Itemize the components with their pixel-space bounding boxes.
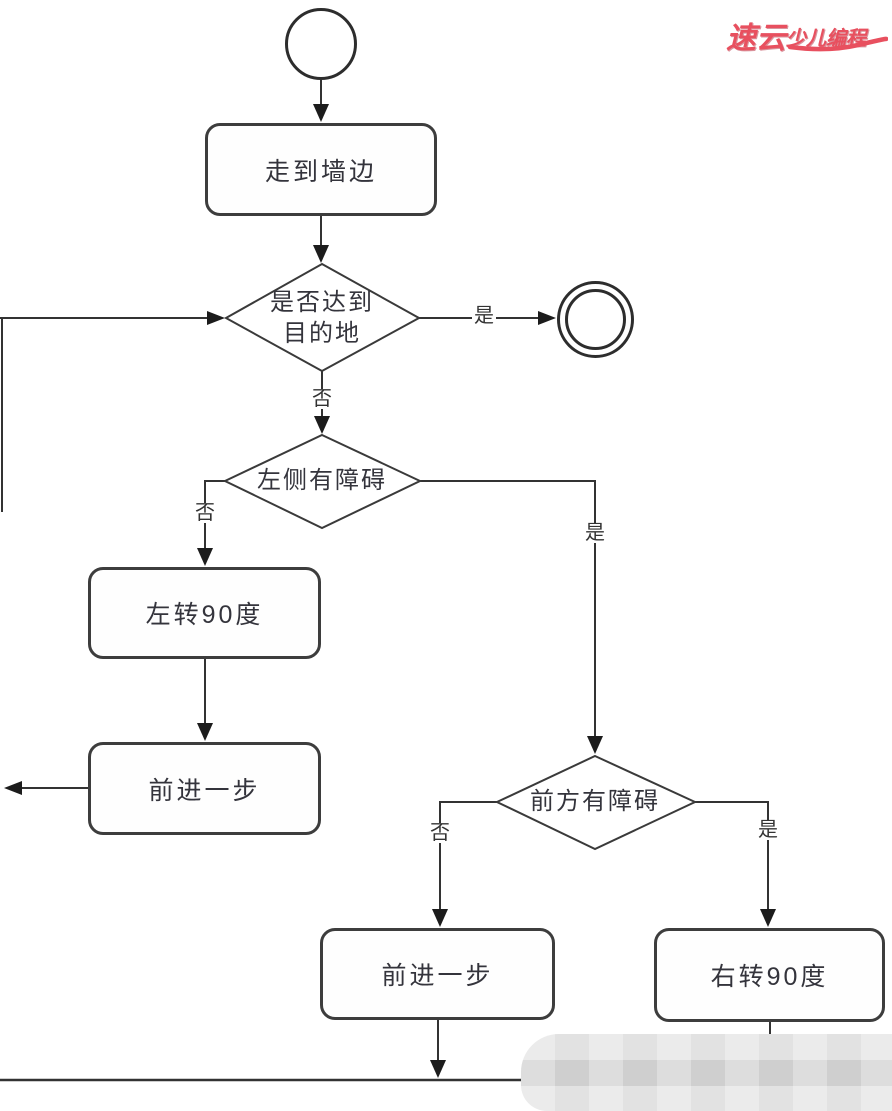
left-obstacle-text: 左侧有障碍 — [257, 467, 387, 495]
edge-frontobstacle-no — [439, 801, 497, 910]
arrowhead-into-bottomline — [430, 1060, 446, 1078]
arrowhead-feedback-into-reach — [207, 311, 225, 325]
brand-logo-part1: 速云 — [726, 22, 786, 55]
node-walk-to-wall: 走到墙边 — [205, 123, 437, 216]
arrowhead-into-leftobstacle — [314, 416, 330, 434]
arrowhead-into-forwardmid — [432, 909, 448, 927]
node-walk-to-wall-label: 走到墙边 — [264, 157, 377, 186]
brand-logo-part2: 少儿编程 — [786, 28, 866, 50]
node-forward-one-step-left: 前进一步 — [88, 742, 321, 835]
decision-front-obstacle-shape — [494, 754, 698, 851]
reach-destination-line2: 目的地 — [283, 320, 361, 347]
censored-watermark-mosaic — [521, 1034, 892, 1111]
decision-left-obstacle-label: 左侧有障碍 — [232, 466, 412, 496]
edge-frontobstacle-yes — [695, 801, 769, 910]
arrowhead-into-forwardleft — [197, 723, 213, 741]
decision-front-obstacle-label: 前方有障碍 — [505, 787, 685, 817]
node-forward-one-step-mid: 前进一步 — [320, 928, 555, 1020]
decision-reach-destination-shape — [223, 262, 422, 373]
arrowhead-into-frontobstacle — [587, 736, 603, 754]
edge-label-left-obstacle-yes: 是 — [583, 522, 607, 544]
edge-label-reach-no: 否 — [310, 388, 334, 410]
brand-logo: 速云 少儿编程 — [726, 4, 892, 54]
node-turn-left-90: 左转90度 — [88, 567, 321, 659]
arrowhead-into-turnleft — [197, 548, 213, 566]
edge-label-front-obstacle-yes: 是 — [756, 819, 780, 841]
node-turn-right-90-label: 右转90度 — [710, 963, 829, 991]
front-obstacle-text: 前方有障碍 — [530, 788, 660, 816]
edge-leftobstacle-yes — [420, 480, 596, 737]
edge-leftobstacle-no — [204, 480, 225, 549]
arrowhead-into-turnright — [760, 909, 776, 927]
arrowhead-forwardleft-out — [4, 781, 22, 795]
node-forward-one-step-left-label: 前进一步 — [148, 776, 261, 805]
node-turn-right-90: 右转90度 — [654, 928, 885, 1022]
decision-reach-destination-label: 是否达到 目的地 — [242, 272, 402, 364]
decision-left-obstacle-shape — [222, 433, 423, 530]
node-turn-left-90-label: 左转90度 — [145, 601, 264, 629]
arrowhead-into-reach — [313, 245, 329, 263]
arrowhead-into-end — [538, 311, 556, 325]
reach-destination-line1: 是否达到 — [270, 288, 374, 316]
end-node — [557, 281, 634, 358]
start-node — [285, 8, 357, 80]
arrowhead-into-walk — [313, 104, 329, 122]
edge-label-front-obstacle-no: 否 — [428, 822, 452, 844]
brand-logo-underline-swoosh — [788, 36, 888, 52]
node-forward-one-step-mid-label: 前进一步 — [381, 962, 494, 990]
edge-label-left-obstacle-no: 否 — [193, 502, 217, 524]
edge-label-reach-yes: 是 — [472, 305, 496, 327]
end-node-inner-ring — [565, 289, 626, 350]
